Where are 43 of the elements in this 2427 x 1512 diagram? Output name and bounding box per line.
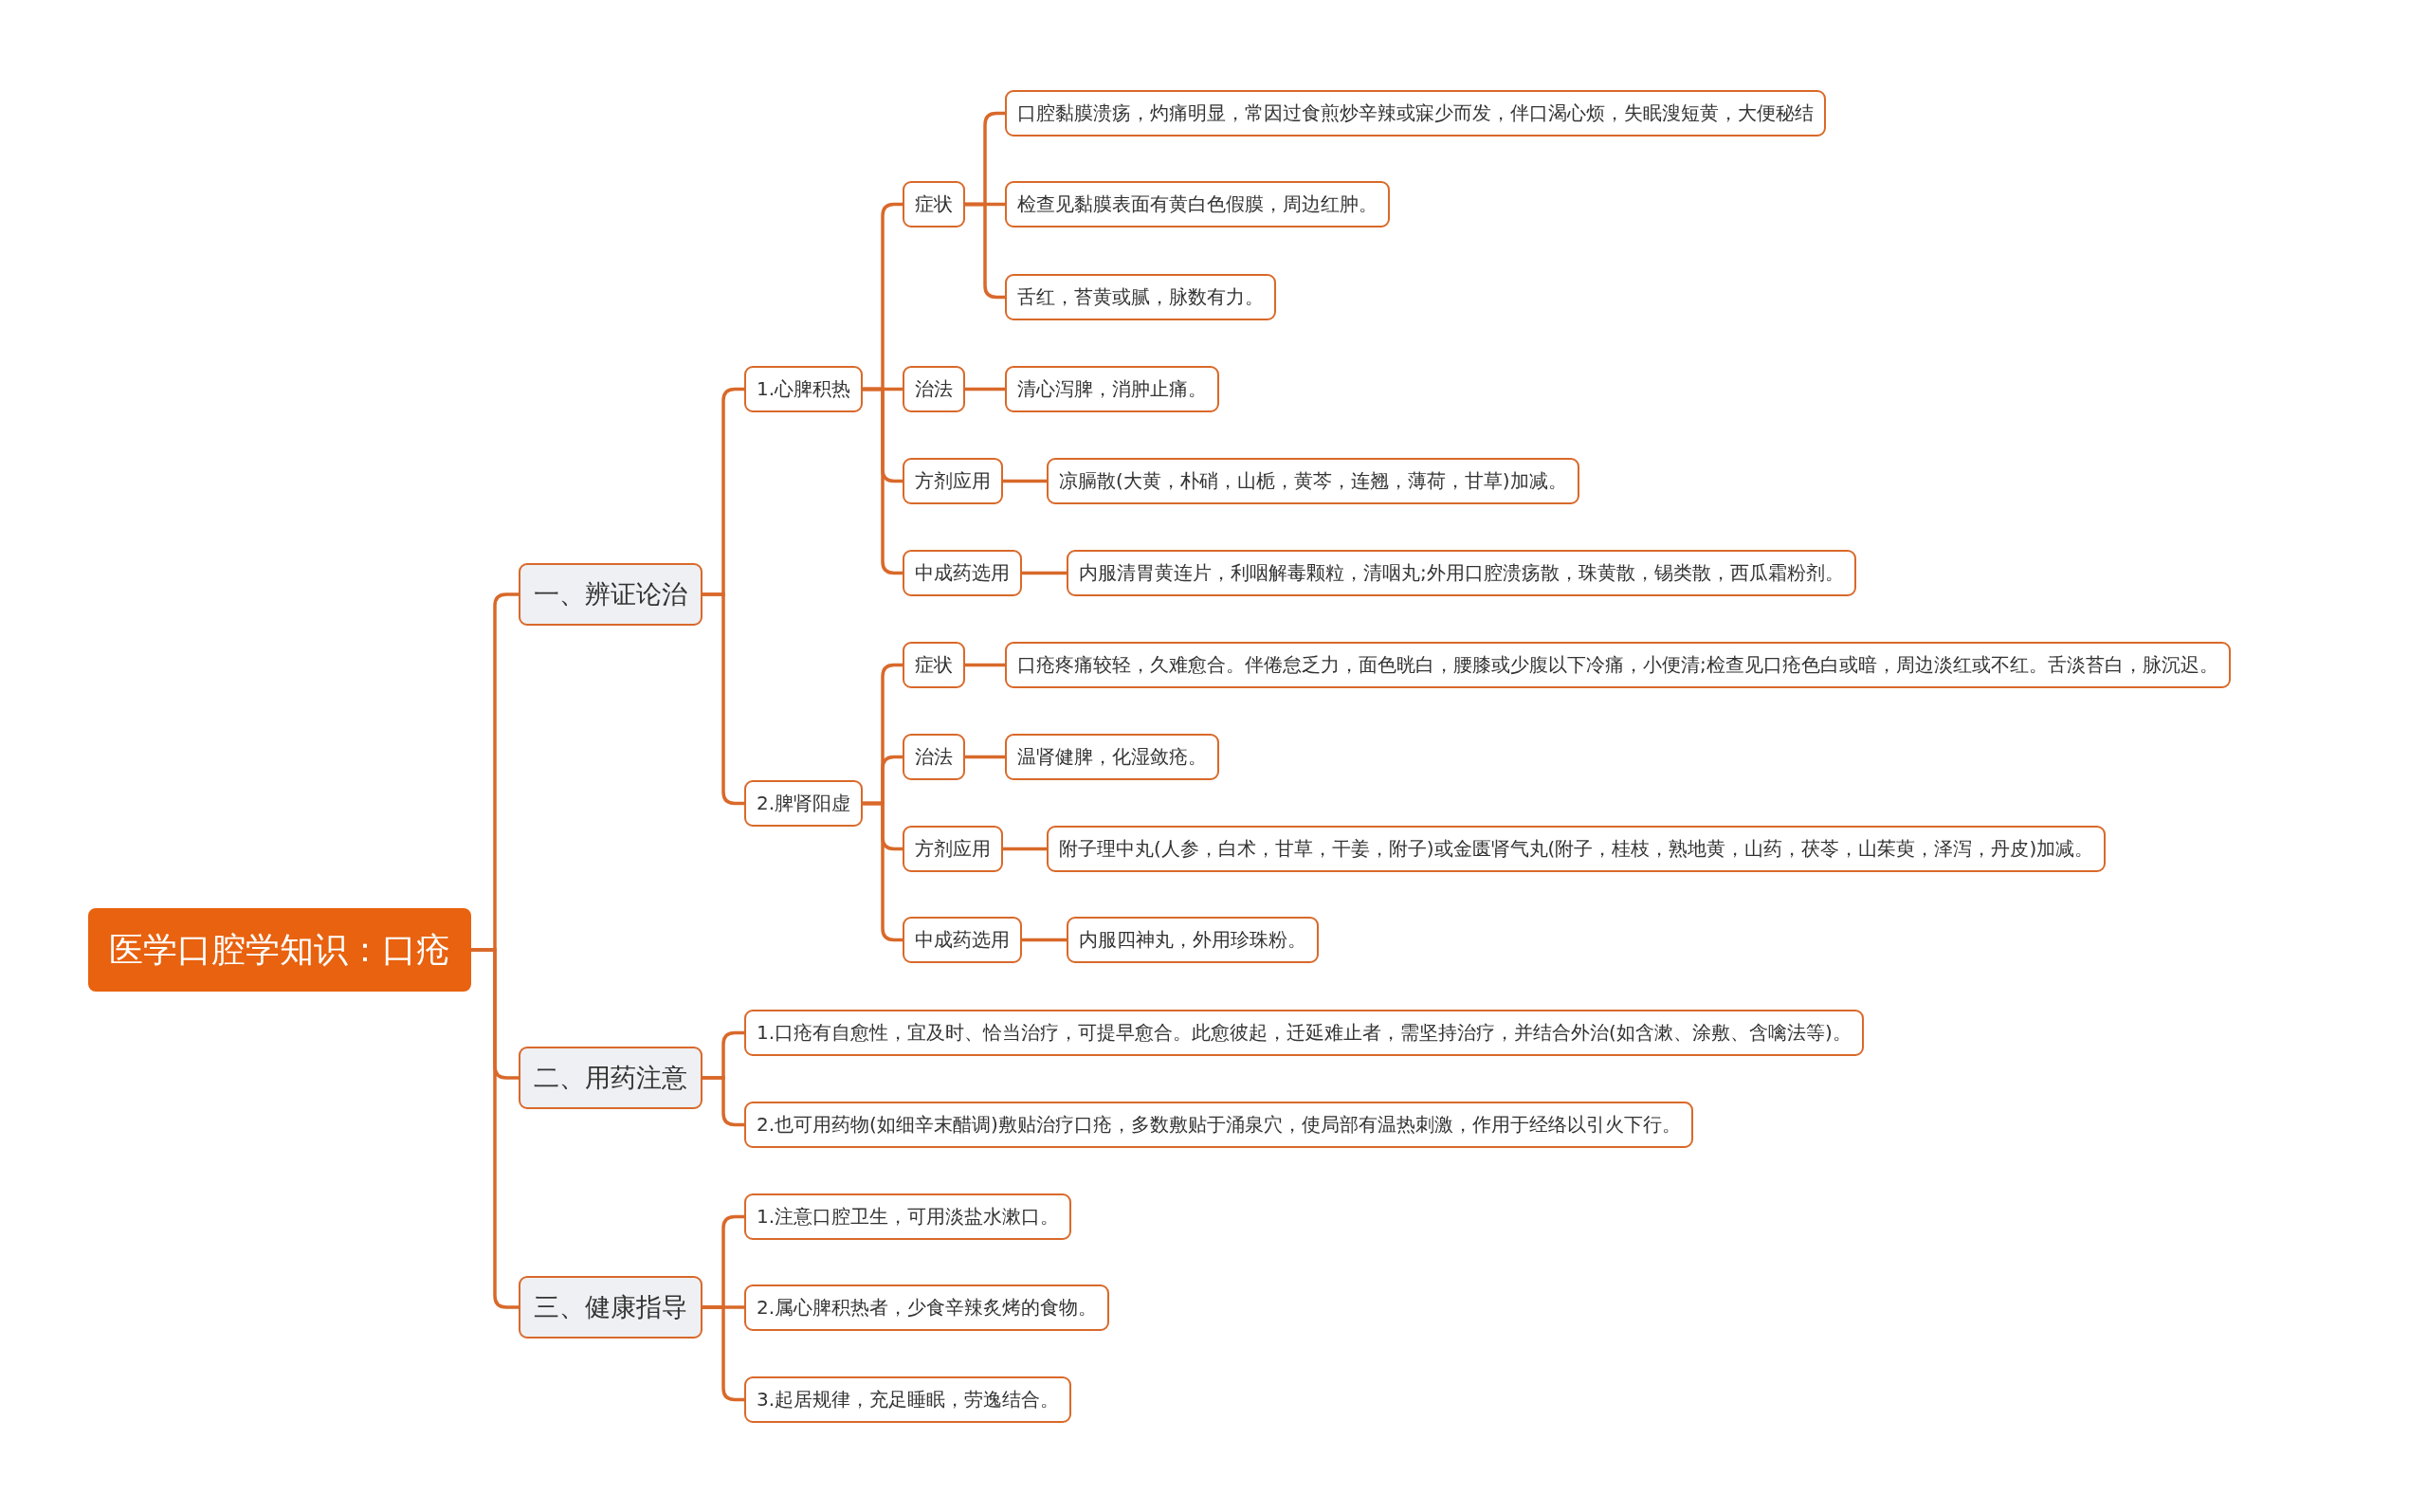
subtopic-box: 口疮疼痛较轻，久难愈合。伴倦怠乏力，面色晄白，腰膝或少腹以下冷痛，小便清;检查见口疮色白或暗，周边淡红或不红。舌淡苔白，脉沉迟。 [1005,641,2231,688]
subtopic-box: 方剂应用 [903,825,1003,872]
subtopic-box: 方剂应用 [903,457,1003,504]
subtopic-box: 凉膈散(大黄，朴硝，山栀，黄芩，连翘，薄荷，甘草)加减。 [1047,457,1579,504]
subtopic-box: 治法 [903,733,965,780]
subtopic-box: 舌红，苔黄或腻，脉数有力。 [1005,273,1276,320]
connector-line [703,592,744,806]
subtopic-box: 口腔黏膜溃疡，灼痛明显，常因过食煎炒辛辣或寐少而发，伴口渴心烦，失眠溲短黄，大便秘结 [1005,89,1826,137]
topic-box: 三、健康指导 [519,1276,703,1339]
subtopic-box: 治法 [903,365,965,412]
subtopic-box: 1.心脾积热 [744,365,864,412]
connector-line [863,801,903,942]
subtopic-box: 症状 [903,180,965,228]
connector-line [965,387,1005,392]
connector-line [703,1305,744,1402]
subtopic-box: 3.起居规律，充足睡眠，劳逸结合。 [744,1375,1072,1423]
connector-line [1003,479,1047,483]
subtopic-box: 清心泻脾，消肿止痛。 [1005,365,1219,412]
subtopic-box: 附子理中丸(人参，白术，甘草，干姜，附子)或金匮肾气丸(附子，桂枝，熟地黄，山药，茯苓，山茱萸，泽泻，丹皮)加减。 [1047,825,2107,872]
subtopic-box: 2.也可用药物(如细辛末醋调)敷贴治疗口疮，多数敷贴于涌泉穴，使局部有温热刺激，作用于经络以引火下行。 [744,1101,1693,1148]
subtopic-box: 2.属心脾积热者，少食辛辣炙烤的食物。 [744,1284,1110,1331]
connector-line [1022,571,1067,575]
subtopic-box: 中成药选用 [903,549,1022,596]
topic-box: 一、辨证论治 [519,563,703,626]
connector-line [1022,938,1067,942]
subtopic-box: 1.口疮有自愈性，宜及时、恰当治疗，可提早愈合。此愈彼起，迁延难止者，需坚持治疗，并结合外治(如含漱、涂敷、含噙法等)。 [744,1009,1864,1056]
connector-line [471,948,519,1309]
subtopic-box: 症状 [903,641,965,688]
subtopic-box: 1.注意口腔卫生，可用淡盐水漱口。 [744,1193,1072,1240]
connector-line [965,755,1005,759]
subtopic-box: 温肾健脾，化湿敛疮。 [1005,733,1219,780]
topic-box: 二、用药注意 [519,1047,703,1109]
subtopic-box: 检查见黏膜表面有黄白色假膜，周边红肿。 [1005,180,1390,228]
root-topic-box: 医学口腔学知识：口疮 [88,908,471,992]
subtopic-box: 内服四神丸，外用珍珠粉。 [1067,916,1319,963]
connector-line [965,663,1005,667]
connector-line [863,387,903,575]
subtopic-box: 2.脾肾阳虚 [744,779,864,827]
connector-line [1003,847,1047,851]
connector-line [965,202,1005,300]
subtopic-box: 内服清胃黄连片，利咽解毒颗粒，清咽丸;外用口腔溃疡散，珠黄散，锡类散，西瓜霜粉剂。 [1067,549,1856,596]
connector-line [703,1076,744,1127]
subtopic-box: 中成药选用 [903,916,1022,963]
